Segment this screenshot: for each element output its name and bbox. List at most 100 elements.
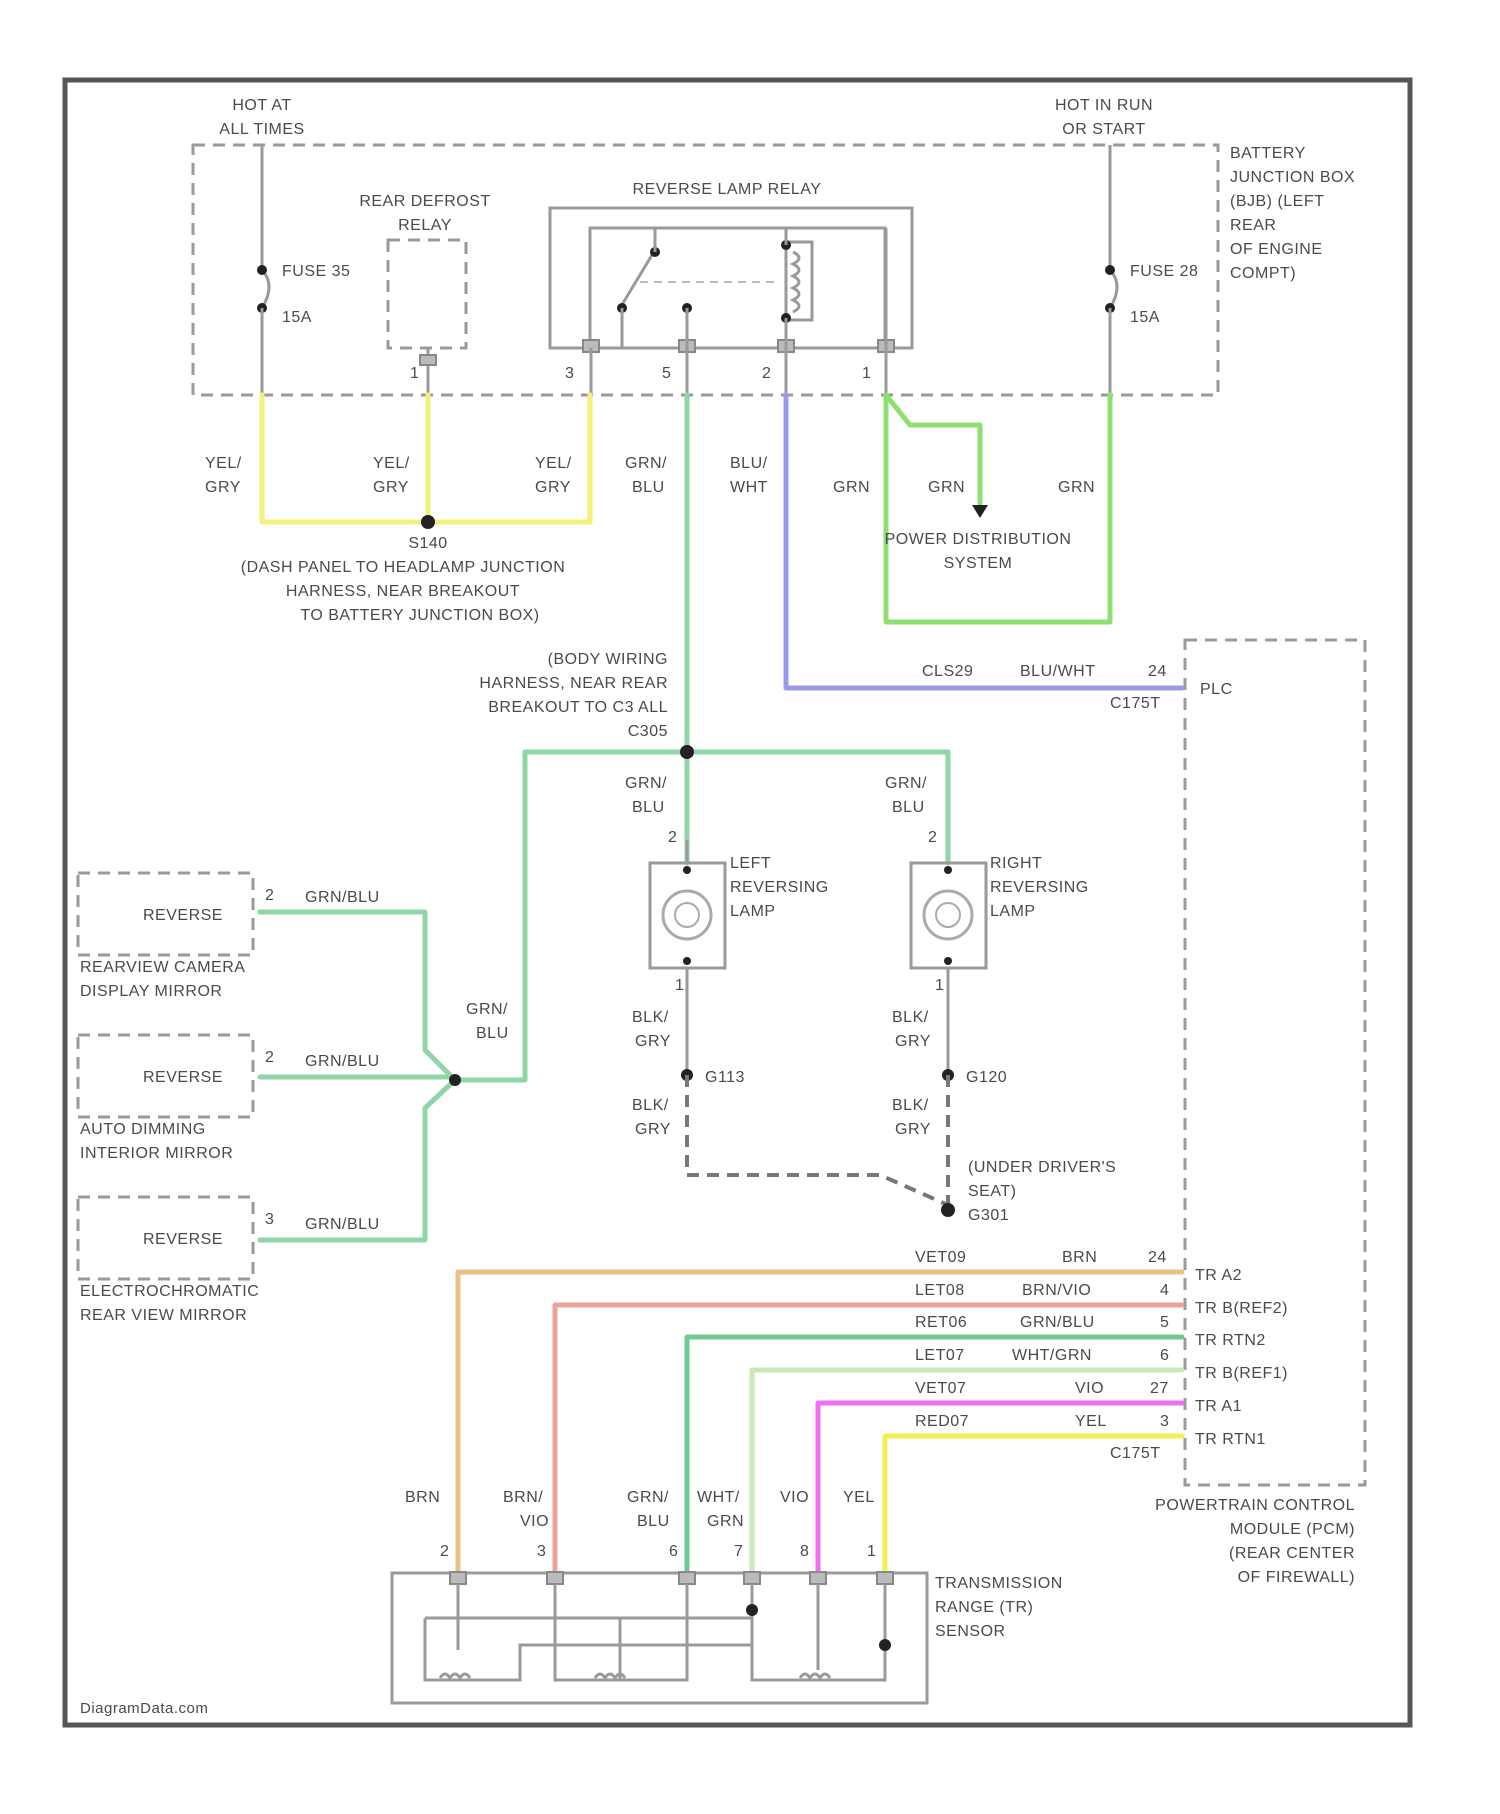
svg-text:YEL: YEL [843,1489,875,1506]
svg-text:BLK/: BLK/ [632,1097,669,1114]
svg-text:BLU: BLU [476,1025,509,1042]
svg-text:AUTO DIMMING: AUTO DIMMING [80,1121,206,1138]
svg-text:TR RTN2: TR RTN2 [1195,1332,1266,1349]
svg-text:BREAKOUT TO C3 ALL: BREAKOUT TO C3 ALL [488,699,668,716]
svg-text:(UNDER DRIVER'S: (UNDER DRIVER'S [968,1159,1116,1176]
right-reversing-lamp [911,863,986,968]
splice-c305 [680,745,694,759]
svg-text:BLK/: BLK/ [892,1009,929,1026]
svg-text:MODULE (PCM): MODULE (PCM) [1230,1521,1355,1538]
pcm-circuit-labels: VET09 BRN 24 TR A2 LET08 BRN/VIO 4 TR B(… [915,1249,1288,1462]
svg-text:BLK/: BLK/ [892,1097,929,1114]
rearview-camera-display-mirror: REVERSE 2 REARVIEW CAMERA DISPLAY MIRROR [78,873,274,1000]
svg-text:WHT: WHT [730,479,768,496]
svg-text:VET09: VET09 [915,1249,966,1266]
tr-sensor-label: TRANSMISSION RANGE (TR) SENSOR [935,1575,1063,1640]
svg-text:REARVIEW CAMERA: REARVIEW CAMERA [80,959,245,976]
svg-text:SEAT): SEAT) [968,1183,1016,1200]
svg-text:BLU: BLU [632,799,665,816]
svg-text:INTERIOR MIRROR: INTERIOR MIRROR [80,1145,233,1162]
grn-labels: GRN GRN GRN [833,479,1095,496]
left-reversing-lamp [650,840,725,968]
blu-wht-labels: BLU/ WHT [730,455,768,496]
svg-text:COMPT): COMPT) [1230,265,1296,282]
pcm-label: POWERTRAIN CONTROL MODULE (PCM) (REAR CE… [1155,1497,1355,1586]
svg-text:TR B(REF1): TR B(REF1) [1195,1365,1288,1382]
svg-text:G301: G301 [968,1207,1009,1224]
svg-text:BRN: BRN [1062,1249,1097,1266]
svg-text:3: 3 [565,365,574,382]
svg-text:TR B(REF2): TR B(REF2) [1195,1300,1288,1317]
svg-text:8: 8 [800,1543,809,1560]
svg-text:HARNESS, NEAR REAR: HARNESS, NEAR REAR [479,675,668,692]
svg-text:SYSTEM: SYSTEM [944,555,1013,572]
rear-defrost-relay [388,240,466,348]
svg-text:CLS29: CLS29 [922,663,973,680]
g113-label: G113 [705,1069,745,1086]
svg-text:GRN/BLU: GRN/BLU [305,1216,380,1233]
svg-text:VIO: VIO [1075,1380,1104,1397]
svg-text:ALL TIMES: ALL TIMES [219,121,304,138]
svg-text:YEL: YEL [1075,1413,1107,1430]
svg-text:OR START: OR START [1062,121,1145,138]
svg-text:RANGE (TR): RANGE (TR) [935,1599,1033,1616]
electrochromatic-rear-view-mirror: REVERSE 3 ELECTROCHROMATIC REAR VIEW MIR… [78,1197,274,1324]
svg-text:VIO: VIO [780,1489,809,1506]
svg-text:LAMP: LAMP [990,903,1036,920]
svg-text:GRY: GRY [205,479,241,496]
svg-text:HOT AT: HOT AT [232,97,291,114]
svg-text:YEL/: YEL/ [205,455,242,472]
defrost-pin-label: 1 [410,365,419,382]
svg-text:15A: 15A [282,309,312,326]
svg-text:GRY: GRY [635,1121,671,1138]
ground-dashed-path [687,1075,948,1205]
svg-text:REVERSE: REVERSE [143,1069,223,1086]
svg-text:REVERSING: REVERSING [990,879,1089,896]
svg-text:GRN: GRN [928,479,965,496]
svg-text:TR A2: TR A2 [1195,1267,1242,1284]
svg-text:OF ENGINE: OF ENGINE [1230,241,1323,258]
svg-text:POWERTRAIN CONTROL: POWERTRAIN CONTROL [1155,1497,1355,1514]
right-lamp-pin-bottom: 1 [935,977,944,994]
hot-in-run-label: HOT IN RUN OR START [1055,97,1153,138]
hot-at-all-times-label: HOT AT ALL TIMES [219,97,304,138]
under-seat-label: (UNDER DRIVER'S SEAT) G301 [968,1159,1116,1224]
svg-text:DISPLAY MIRROR: DISPLAY MIRROR [80,983,222,1000]
splice-s140-label: S140 (DASH PANEL TO HEADLAMP JUNCTION HA… [241,535,566,624]
svg-text:GRN: GRN [707,1513,744,1530]
wire-grn-blu-tr [687,1337,1182,1578]
battery-junction-box-label: BATTERY JUNCTION BOX (BJB) (LEFT REAR OF… [1230,145,1355,282]
svg-text:REVERSING: REVERSING [730,879,829,896]
svg-text:WHT/: WHT/ [697,1489,740,1506]
svg-text:3: 3 [537,1543,546,1560]
svg-text:YEL/: YEL/ [373,455,410,472]
svg-text:C305: C305 [628,723,668,740]
svg-text:BLU: BLU [637,1513,670,1530]
svg-text:5: 5 [662,365,671,382]
relay-pin-numbers: 3 5 2 1 [565,365,871,382]
fuse-28-label: FUSE 28 15A [1130,263,1198,326]
svg-text:RIGHT: RIGHT [990,855,1042,872]
svg-text:TO BATTERY JUNCTION BOX): TO BATTERY JUNCTION BOX) [300,607,539,624]
splice-s140 [421,515,435,529]
svg-text:C175T: C175T [1110,695,1161,712]
svg-text:(REAR CENTER: (REAR CENTER [1229,1545,1355,1562]
svg-text:GRN/: GRN/ [625,775,667,792]
svg-text:TR A1: TR A1 [1195,1398,1242,1415]
svg-text:BLU/WHT: BLU/WHT [1020,663,1096,680]
fuse-35-symbol [262,270,269,308]
svg-text:(BODY WIRING: (BODY WIRING [548,651,668,668]
svg-text:4: 4 [1160,1282,1169,1299]
relay-switch-contact [620,250,655,308]
svg-text:LET07: LET07 [915,1347,965,1364]
svg-text:GRN/BLU: GRN/BLU [305,889,380,906]
svg-text:RET06: RET06 [915,1314,967,1331]
ground-g301 [941,1203,955,1217]
svg-text:WHT/GRN: WHT/GRN [1012,1347,1092,1364]
tr-pin-numbers: 2 3 6 7 8 1 [440,1543,876,1560]
svg-text:GRY: GRY [535,479,571,496]
svg-text:SENSOR: SENSOR [935,1623,1006,1640]
svg-text:GRN/: GRN/ [466,1001,508,1018]
blk-gry-labels: BLK/ GRY BLK/ GRY BLK/ GRY BLK/ GRY [632,1009,931,1138]
tr-wire-labels: BRN BRN/ VIO GRN/ BLU WHT/ GRN VIO YEL [405,1489,875,1530]
